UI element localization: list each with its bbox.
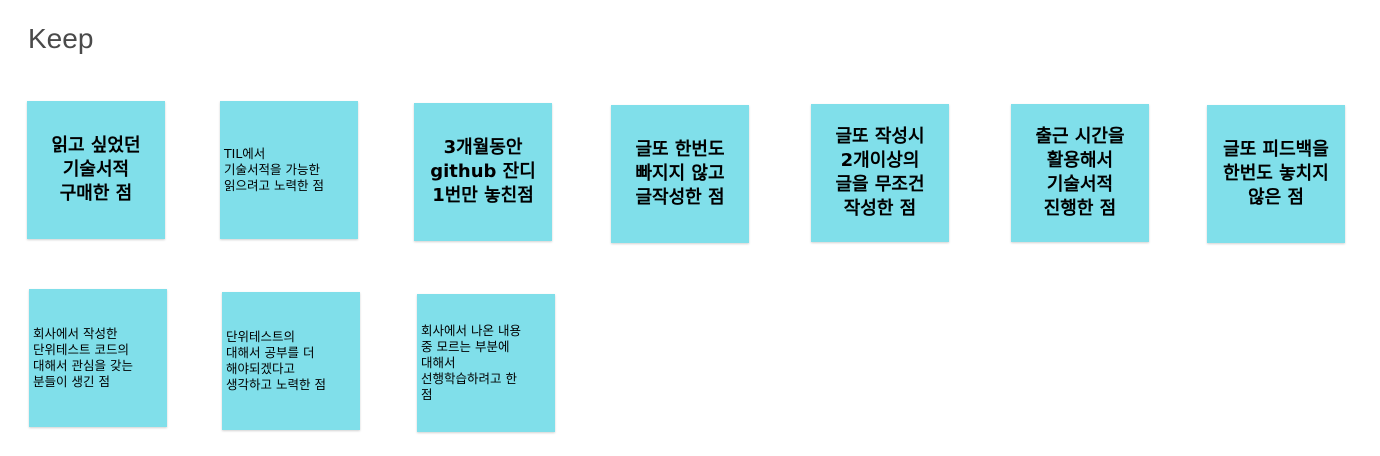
sticky-note-text: 3개월동안 github 잔디 1번만 놓친점 <box>430 137 536 206</box>
sticky-note-text: 단위테스트의 대해서 공부를 더 해야되겠다고 생각하고 노력한 점 <box>226 329 326 392</box>
sticky-note-text: 읽고 싶었던 기술서적 구매한 점 <box>51 135 141 204</box>
sticky-note[interactable]: TIL에서 기술서적을 가능한 읽으려고 노력한 점 <box>220 101 358 239</box>
board-title: Keep <box>28 23 94 54</box>
sticky-note[interactable]: 글또 한번도 빠지지 않고 글작성한 점 <box>611 105 749 243</box>
sticky-note[interactable]: 읽고 싶었던 기술서적 구매한 점 <box>27 101 165 239</box>
sticky-note-text: 글또 한번도 빠지지 않고 글작성한 점 <box>635 139 725 208</box>
sticky-note-text: 회사에서 나온 내용 중 모르는 부분에 대해서 선행학습하려고 한 점 <box>421 323 521 402</box>
sticky-note[interactable]: 글또 피드백을 한번도 놓치지 않은 점 <box>1207 105 1345 243</box>
sticky-note[interactable]: 회사에서 작성한 단위테스트 코드의 대해서 관심을 갖는 분들이 생긴 점 <box>29 289 167 427</box>
sticky-note[interactable]: 회사에서 나온 내용 중 모르는 부분에 대해서 선행학습하려고 한 점 <box>417 294 555 432</box>
sticky-note-text: 출근 시간을 활용해서 기술서적 진행한 점 <box>1035 126 1125 219</box>
sticky-note-text: 글또 피드백을 한번도 놓치지 않은 점 <box>1223 139 1329 208</box>
sticky-note[interactable]: 글또 작성시 2개이상의 글을 무조건 작성한 점 <box>811 104 949 242</box>
sticky-note[interactable]: 3개월동안 github 잔디 1번만 놓친점 <box>414 103 552 241</box>
sticky-note[interactable]: 단위테스트의 대해서 공부를 더 해야되겠다고 생각하고 노력한 점 <box>222 292 360 430</box>
sticky-note-text: TIL에서 기술서적을 가능한 읽으려고 노력한 점 <box>224 146 324 193</box>
sticky-note-text: 글또 작성시 2개이상의 글을 무조건 작성한 점 <box>835 126 925 219</box>
sticky-note[interactable]: 출근 시간을 활용해서 기술서적 진행한 점 <box>1011 104 1149 242</box>
sticky-note-text: 회사에서 작성한 단위테스트 코드의 대해서 관심을 갖는 분들이 생긴 점 <box>33 326 133 389</box>
